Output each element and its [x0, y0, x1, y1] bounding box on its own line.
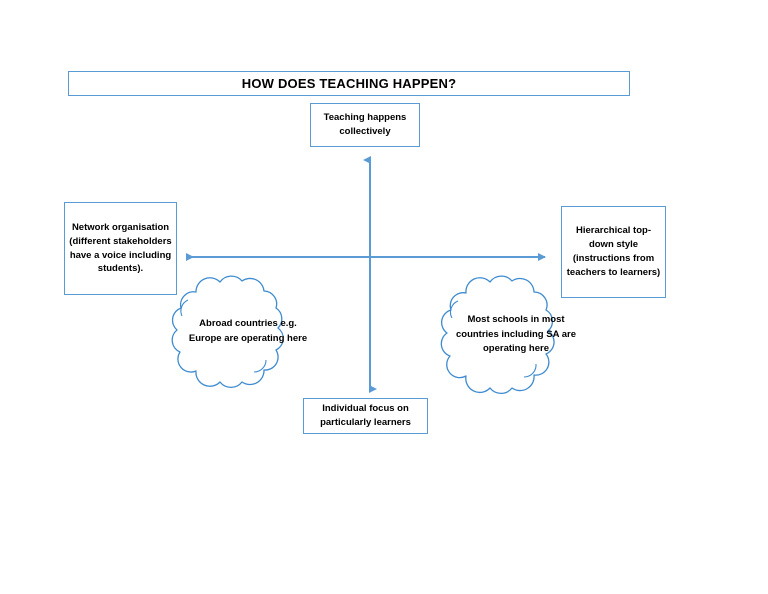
cloud-shape-icon [440, 275, 555, 394]
node-top-teaching-collectively: Teaching happens collectively [310, 103, 420, 147]
node-bottom-individual-focus: Individual focus on particularly learner… [303, 398, 428, 434]
diagram-title-box: HOW DOES TEACHING HAPPEN? [68, 71, 630, 96]
cloud-left-label: Abroad countries e.g. Europe are operati… [188, 318, 308, 344]
cloud-shape-icon [171, 275, 284, 388]
node-left-network-organisation: Network organisation (different stakehol… [64, 202, 177, 295]
node-right-hierarchical-top-down: Hierarchical top-down style (instruction… [561, 206, 666, 298]
cloud-right-label: Most schools in most countries including… [455, 313, 576, 355]
cloud-right-most-schools: Most schools in most countries including… [436, 270, 576, 400]
cloud-left-abroad-countries: Abroad countries e.g. Europe are operati… [166, 270, 307, 394]
